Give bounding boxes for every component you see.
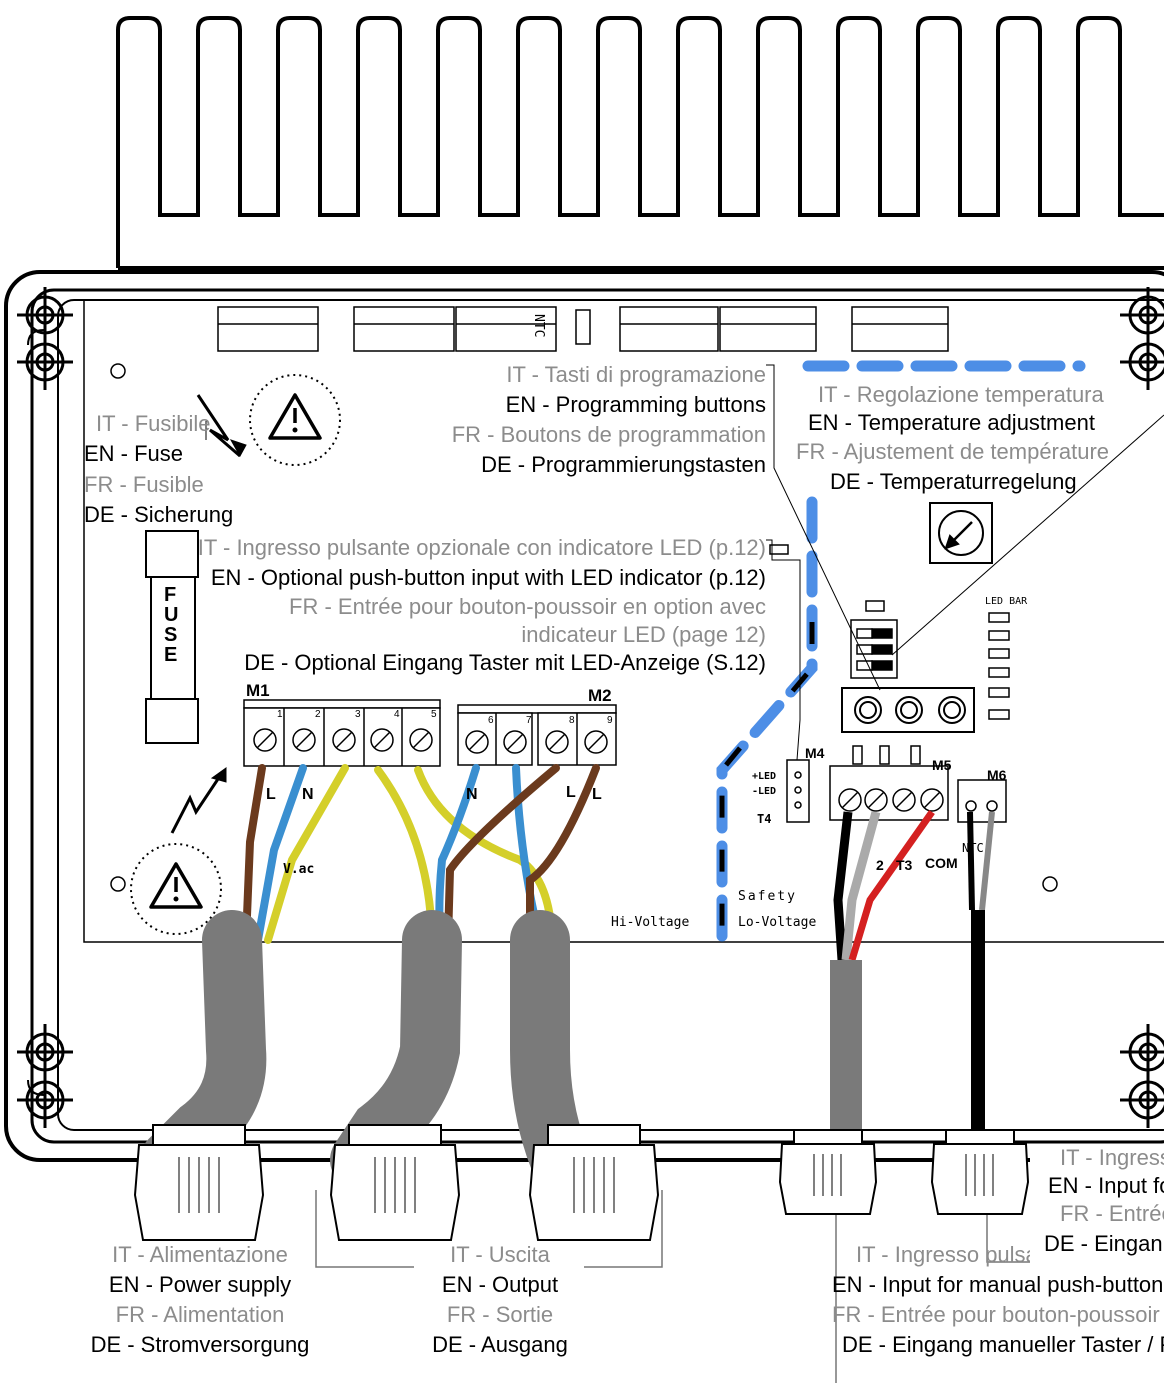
- manual-en: EN - Input for manual push-button: [832, 1272, 1164, 1297]
- prog-de: DE - Programmierungstasten: [481, 452, 766, 477]
- m6-ntc-label: NTC: [962, 841, 984, 855]
- fuse-en: EN - Fuse: [84, 441, 184, 466]
- warning-icon-top: [196, 374, 341, 466]
- terminal-num-3: 3: [355, 709, 361, 720]
- fuse-body-label: FUSE: [164, 584, 179, 666]
- terminal-num-9: 9: [607, 715, 613, 726]
- cable-glands: [133, 1124, 1030, 1241]
- terminal-num-2: 2: [315, 709, 321, 720]
- prog-fr: FR - Boutons de programmation: [451, 422, 766, 447]
- warning-icon-bottom: [130, 767, 227, 935]
- terminal-num-6: 6: [488, 715, 494, 726]
- programming-buttons: [841, 687, 975, 733]
- terminal-block-m2: [457, 704, 617, 766]
- terminal-num-7: 7: [526, 715, 532, 726]
- signal-cable: [830, 809, 935, 1160]
- t3-label: T3: [896, 857, 913, 873]
- power-it: IT - Alimentazione: [112, 1242, 288, 1267]
- m6-label: M6: [987, 767, 1007, 783]
- terminal-block-m5: [829, 745, 949, 821]
- power-en: EN - Power supply: [108, 1272, 292, 1297]
- leader-lines: [205, 364, 1164, 761]
- lo-voltage-label: Lo-Voltage: [738, 915, 817, 930]
- ntc-input-fr: FR - Entrée: [1060, 1201, 1164, 1226]
- temp-de: DE - Temperaturregelung: [830, 469, 1077, 494]
- heat-sink: [116, 16, 1164, 270]
- ntc-cable: [967, 811, 995, 1160]
- led-de: DE - Optional Eingang Taster mit LED-Anz…: [244, 650, 766, 675]
- mounting-holes: [110, 363, 1058, 892]
- m1-mark-n: N: [302, 786, 314, 803]
- m4-label: M4: [805, 745, 825, 761]
- power-fr: FR - Alimentation: [115, 1302, 285, 1327]
- m2-mark-n: N: [466, 786, 478, 803]
- terminal-num-8: 8: [569, 715, 575, 726]
- led-fr-1: FR - Entrée pour bouton-poussoir en opti…: [289, 594, 766, 619]
- m1-mark-l: L: [266, 786, 276, 803]
- v-ac-label: V.ac: [283, 862, 315, 877]
- plus-led-label: +LED: [752, 771, 777, 782]
- terminal-num-1: 1: [277, 709, 283, 720]
- output-it: IT - Uscita: [450, 1242, 550, 1267]
- fuse-de: DE - Sicherung: [84, 502, 234, 527]
- manual-de: DE - Eingang manueller Taster / P: [842, 1332, 1164, 1357]
- led-it: IT - Ingresso pulsante opzionale con ind…: [197, 535, 766, 560]
- pcb-board: [83, 299, 1164, 943]
- fuse-it: IT - Fusibile: [96, 411, 211, 436]
- ntc-input-de: DE - Eingan: [1044, 1231, 1163, 1256]
- output-en: EN - Output: [441, 1272, 559, 1297]
- led-en: EN - Optional push-button input with LED…: [210, 565, 766, 590]
- terminal-block-m4: [786, 759, 810, 823]
- dip-switch: [850, 600, 898, 679]
- com-label: COM: [925, 855, 958, 871]
- m1-label: M1: [246, 681, 270, 700]
- temp-potentiometer: [929, 502, 993, 564]
- power-de: DE - Stromversorgung: [90, 1332, 310, 1357]
- led-bar: [988, 612, 1010, 720]
- temp-it: IT - Regolazione temperatura: [818, 382, 1104, 407]
- temp-en: EN - Temperature adjustment: [808, 410, 1095, 435]
- prog-en: EN - Programming buttons: [505, 392, 766, 417]
- ntc-input-it: IT - Ingress: [1060, 1145, 1164, 1170]
- ntc-label: NTC: [531, 314, 546, 338]
- t2-label: 2: [876, 857, 884, 873]
- t1-label: T: [838, 857, 847, 873]
- safety-label: Safety: [738, 889, 797, 904]
- power-cable: [140, 764, 349, 1190]
- terminal-num-5: 5: [431, 709, 437, 720]
- m2-label: M2: [588, 686, 612, 705]
- prog-it: IT - Tasti di programazione: [506, 362, 766, 387]
- top-relays: [217, 306, 949, 352]
- terminal-num-4: 4: [394, 709, 400, 720]
- m2-mark-l1: L: [566, 784, 576, 801]
- m5-label: M5: [932, 757, 952, 773]
- fuse-component: [145, 530, 199, 744]
- ntc-input-en: EN - Input fo: [1048, 1173, 1164, 1198]
- ntc-input-callout: IT - Ingress EN - Input fo FR - Entrée D…: [1030, 1145, 1164, 1270]
- output-de: DE - Ausgang: [432, 1332, 568, 1357]
- safety-boundary-line: [716, 360, 1086, 948]
- hi-voltage-label: Hi-Voltage: [611, 915, 690, 930]
- minus-led-label: -LED: [752, 786, 777, 797]
- led-bar-label: LED BAR: [985, 596, 1028, 607]
- terminal-block-m1: [243, 699, 441, 767]
- safety-boundary-black: [719, 622, 815, 942]
- corner-screws: [17, 287, 1164, 1128]
- m2-mark-l2: L: [592, 786, 602, 803]
- temp-fr: FR - Ajustement de température: [796, 439, 1110, 464]
- led-fr-2: indicateur LED (page 12): [521, 622, 766, 647]
- output-fr: FR - Sortie: [446, 1302, 554, 1327]
- manual-fr: FR - Entrée pour bouton-poussoir: [832, 1302, 1160, 1327]
- fuse-fr: FR - Fusible: [84, 472, 204, 497]
- output-cables: [330, 764, 600, 1190]
- t4-label: T4: [757, 812, 772, 826]
- terminal-block-m6: [957, 779, 1007, 823]
